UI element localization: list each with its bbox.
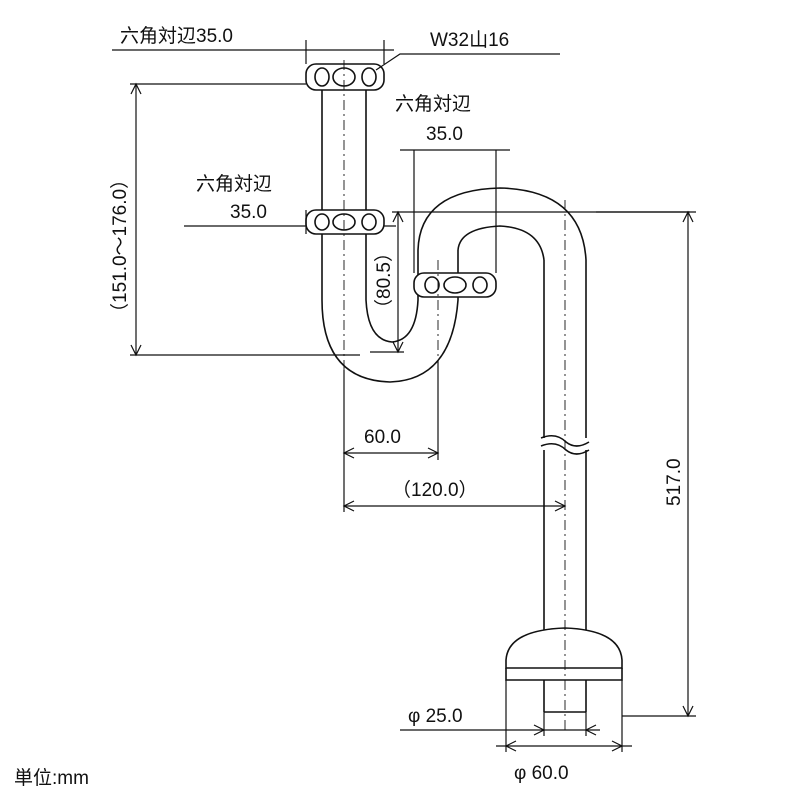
top-hex-nut xyxy=(305,63,385,91)
hex-across-flats-right-label: 六角対辺 xyxy=(395,93,471,115)
total-offset-label: （120.0） xyxy=(392,479,478,501)
flange-diameter-label: φ 60.0 xyxy=(514,763,569,784)
right-hex-nut xyxy=(413,272,497,298)
trap-pipe xyxy=(321,90,623,713)
inlet-height-range-label: （151.0～176.0） xyxy=(109,170,131,322)
hex-across-flats-top-label: 六角対辺35.0 xyxy=(120,25,233,47)
total-height-label: 517.0 xyxy=(664,458,685,506)
thread-spec-label: W32山16 xyxy=(430,29,509,51)
pipe-diameter-label: φ 25.0 xyxy=(408,706,463,727)
middle-hex-nut xyxy=(305,209,385,235)
offset-label: 60.0 xyxy=(364,427,401,448)
center-lines xyxy=(343,60,566,730)
hex-across-flats-right-value: 35.0 xyxy=(426,124,463,145)
unit-label: 単位:mm xyxy=(14,767,89,789)
dimension-lines xyxy=(112,40,696,752)
trap-depth-label: （80.5） xyxy=(373,243,395,318)
hex-across-flats-left-value: 35.0 xyxy=(230,202,267,223)
hex-across-flats-left-label: 六角対辺 xyxy=(196,173,272,195)
